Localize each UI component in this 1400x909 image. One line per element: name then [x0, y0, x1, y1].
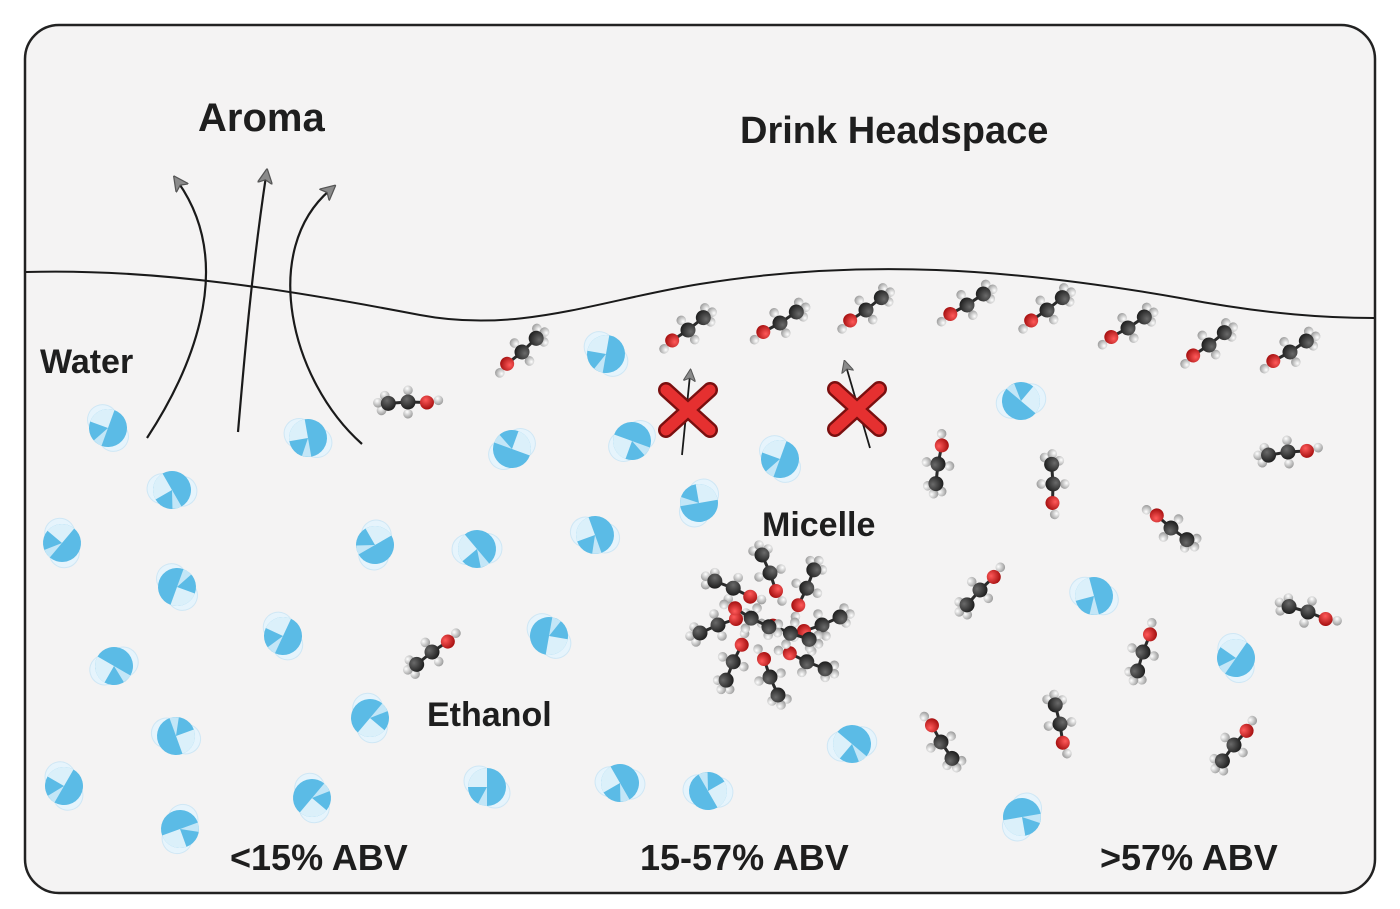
ethanol-label: Ethanol — [427, 696, 552, 734]
zone-label-high: >57% ABV — [1100, 837, 1278, 878]
aroma-arrows — [146, 176, 363, 445]
zone-label-mid: 15-57% ABV — [640, 837, 849, 878]
aroma-label: Aroma — [198, 96, 325, 140]
zone-label-low: <15% ABV — [230, 837, 408, 878]
headspace-label: Drink Headspace — [740, 110, 1049, 152]
micelle-label: Micelle — [762, 506, 876, 544]
liquid-surface — [25, 268, 1375, 322]
blocked-x-icon — [827, 381, 887, 437]
blocked-x-icon — [658, 382, 718, 438]
blocked-escape — [658, 366, 887, 456]
up-arrow-icon — [236, 176, 266, 433]
up-arrow-icon — [146, 182, 208, 439]
water-label: Water — [40, 343, 134, 381]
panel-frame — [23, 23, 1377, 895]
up-arrow-icon — [289, 190, 363, 445]
